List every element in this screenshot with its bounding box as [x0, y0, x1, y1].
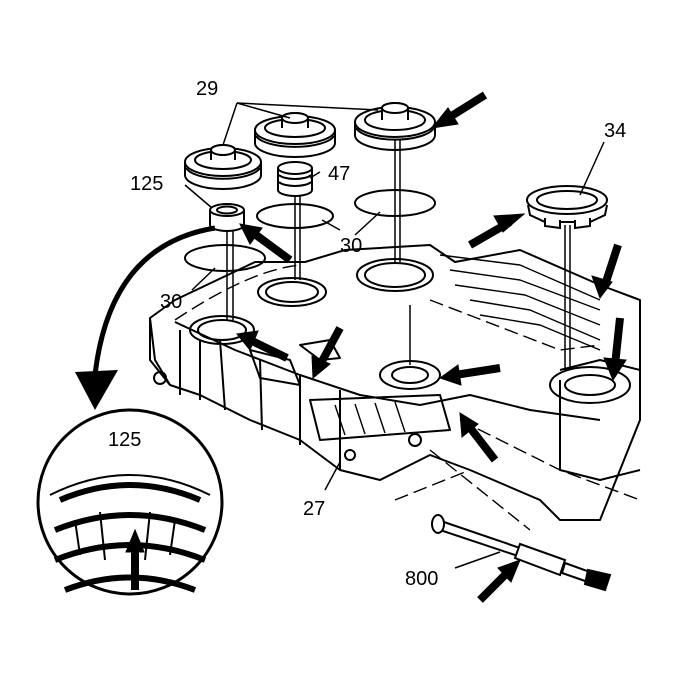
arrow-icon — [125, 528, 145, 590]
callout-47: 47 — [328, 163, 350, 185]
valve-body-housing — [149, 244, 641, 531]
arrow-icon — [459, 412, 499, 463]
arrow-icon — [438, 364, 501, 386]
sleeve-125 — [209, 203, 245, 232]
centerlines — [226, 140, 571, 370]
retainer-34 — [526, 185, 608, 230]
accumulator-piston-middle — [254, 112, 336, 158]
arrow-icon — [591, 243, 622, 300]
callout-125-detail: 125 — [108, 429, 141, 451]
arrows — [125, 91, 627, 603]
arrow-icon — [603, 317, 627, 382]
tool-800 — [431, 514, 612, 592]
callout-800: 800 — [405, 568, 438, 590]
callout-30-left: 30 — [160, 291, 182, 313]
callout-30-right: 30 — [340, 235, 362, 257]
callout-27: 27 — [303, 498, 325, 520]
arrow-icon — [311, 326, 344, 380]
arrow-icon — [239, 223, 293, 264]
arrow-icon — [468, 213, 526, 249]
detail-callout-arrow — [75, 225, 216, 410]
callout-125-top: 125 — [130, 173, 163, 195]
spring-47 — [277, 161, 313, 197]
callout-29: 29 — [196, 78, 218, 100]
callout-34: 34 — [604, 120, 626, 142]
accumulator-piston-right — [354, 102, 436, 151]
accumulator-piston-left — [184, 144, 262, 190]
callout-labels: 29 34 47 125 30 30 125 27 800 — [108, 78, 626, 590]
arrow-icon — [477, 559, 521, 603]
leader-lines — [184, 102, 605, 569]
detail-inset-125 — [36, 408, 224, 596]
arrow-icon — [430, 91, 488, 129]
arrow-icon — [236, 330, 289, 362]
